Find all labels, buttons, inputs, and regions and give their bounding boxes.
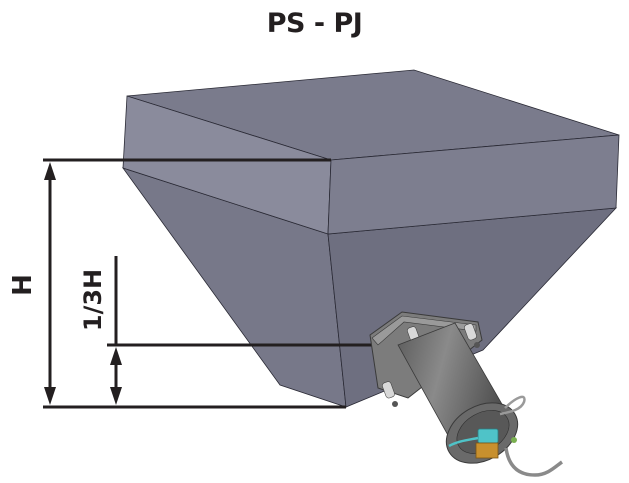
one-third-height-label: 1/3H bbox=[79, 268, 107, 332]
h-arrow-up-icon bbox=[44, 162, 56, 180]
sensor-valve bbox=[477, 428, 499, 444]
sensor-tube bbox=[448, 436, 479, 448]
height-label: H bbox=[8, 274, 38, 296]
third-h-arrow-down-icon bbox=[110, 387, 122, 405]
sensor-grey-cable bbox=[504, 447, 564, 477]
level-sensor bbox=[369, 311, 564, 477]
third-h-arrow-up-icon bbox=[110, 347, 122, 365]
sensor-connector bbox=[475, 442, 499, 459]
sensor-cable-loop bbox=[499, 395, 526, 416]
h-arrow-down-icon bbox=[44, 387, 56, 405]
dimension-lines bbox=[43, 158, 380, 409]
hopper-upper-box bbox=[122, 69, 620, 235]
box-right-face bbox=[327, 134, 620, 235]
diagram-title: PS - PJ bbox=[266, 8, 363, 39]
